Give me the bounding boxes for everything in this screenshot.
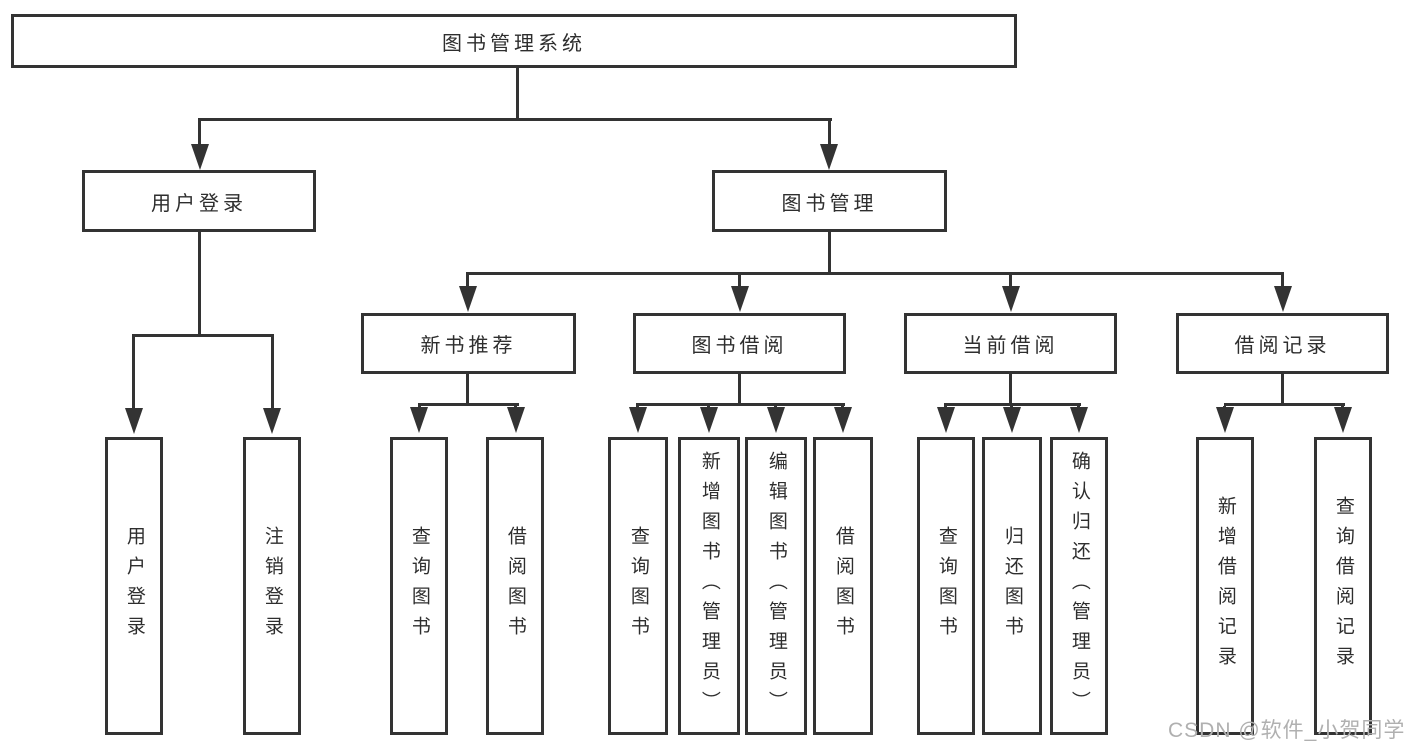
arrow-down-icon <box>937 407 955 433</box>
node-library-management-system: 图书管理系统 <box>11 14 1017 68</box>
connector-line <box>828 232 831 275</box>
arrow-down-icon <box>191 144 209 170</box>
connector-line <box>944 403 1081 406</box>
leaf-query-borrow-record: 查询借阅记录 <box>1314 437 1372 735</box>
connector-line <box>132 334 274 337</box>
arrow-down-icon <box>1274 286 1292 312</box>
connector-line <box>466 374 469 406</box>
connector-line <box>1224 403 1345 406</box>
connector-line <box>132 337 135 409</box>
arrow-down-icon <box>125 408 143 434</box>
leaf-borrow-books: 借阅图书 <box>486 437 544 735</box>
leaf-query-books: 查询图书 <box>917 437 975 735</box>
leaf-query-books: 查询图书 <box>608 437 668 735</box>
arrow-down-icon <box>820 144 838 170</box>
node-book-borrowing: 图书借阅 <box>633 313 846 374</box>
arrow-down-icon <box>834 407 852 433</box>
connector-line <box>198 121 201 146</box>
arrow-down-icon <box>629 407 647 433</box>
leaf-query-books: 查询图书 <box>390 437 448 735</box>
connector-line <box>1009 275 1012 288</box>
arrow-down-icon <box>1003 407 1021 433</box>
arrow-down-icon <box>263 408 281 434</box>
leaf-user-login: 用户登录 <box>105 437 163 735</box>
arrow-down-icon <box>1002 286 1020 312</box>
connector-line <box>738 374 741 406</box>
node-book-management: 图书管理 <box>712 170 947 232</box>
connector-line <box>198 232 201 336</box>
node-user-login: 用户登录 <box>82 170 316 232</box>
arrow-down-icon <box>507 407 525 433</box>
arrow-down-icon <box>410 407 428 433</box>
node-current-borrowing: 当前借阅 <box>904 313 1117 374</box>
connector-line <box>271 337 274 409</box>
leaf-edit-books-admin: 编辑图书（管理员） <box>745 437 807 735</box>
arrow-down-icon <box>1070 407 1088 433</box>
leaf-logout: 注销登录 <box>243 437 301 735</box>
arrow-down-icon <box>731 286 749 312</box>
connector-line <box>466 272 1284 275</box>
connector-line <box>198 118 832 121</box>
leaf-borrow-books: 借阅图书 <box>813 437 873 735</box>
leaf-return-books: 归还图书 <box>982 437 1042 735</box>
csdn-watermark: CSDN @软件_小贺同学 <box>1168 719 1405 742</box>
leaf-confirm-return-admin: 确认归还（管理员） <box>1050 437 1108 735</box>
arrow-down-icon <box>767 407 785 433</box>
connector-line <box>636 403 845 406</box>
connector-line <box>1281 374 1284 406</box>
node-new-book-recommendation: 新书推荐 <box>361 313 576 374</box>
node-borrowing-records: 借阅记录 <box>1176 313 1389 374</box>
arrow-down-icon <box>459 286 477 312</box>
leaf-add-borrow-record: 新增借阅记录 <box>1196 437 1254 735</box>
connector-line <box>1009 374 1012 406</box>
arrow-down-icon <box>700 407 718 433</box>
connector-line <box>466 275 469 288</box>
connector-line <box>516 68 519 121</box>
connector-line <box>738 275 741 288</box>
arrow-down-icon <box>1334 407 1352 433</box>
connector-line <box>828 121 831 146</box>
connector-line <box>1281 275 1284 288</box>
leaf-add-books-admin: 新增图书（管理员） <box>678 437 740 735</box>
connector-line <box>418 403 519 406</box>
arrow-down-icon <box>1216 407 1234 433</box>
